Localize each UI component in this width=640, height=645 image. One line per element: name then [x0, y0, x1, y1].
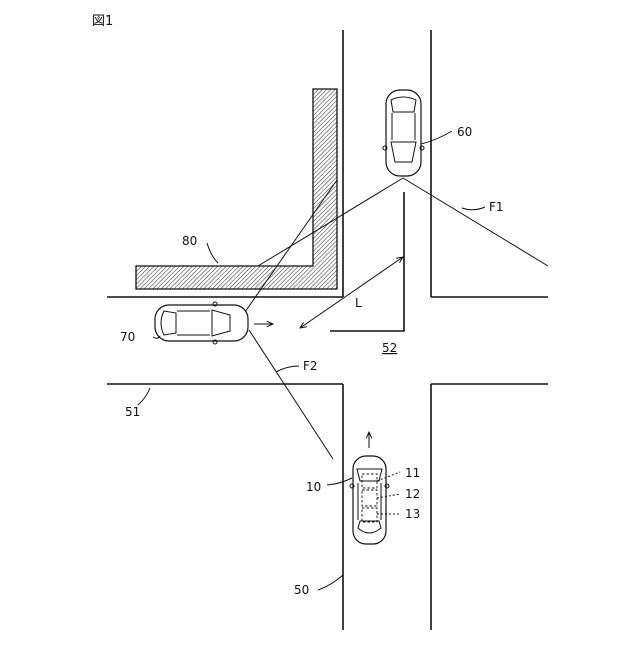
label-device-11: 11: [405, 466, 420, 480]
leader-51: [138, 388, 150, 405]
vehicle-70-body: [155, 305, 248, 341]
label-wall-80: 80: [182, 234, 197, 248]
label-intersection-52: 52: [382, 341, 397, 355]
wall-obstacle: [136, 89, 337, 289]
label-sight-line-f1: F1: [489, 200, 504, 214]
label-device-13: 13: [405, 507, 420, 521]
reference-labels: 60 F1 80 L 70 52 F2 51 11 10 12 13 50: [120, 125, 504, 597]
label-vehicle-70: 70: [120, 330, 135, 344]
leader-f1: [462, 207, 485, 210]
label-distance-l: L: [355, 296, 362, 310]
intersection-corner-line: [330, 192, 404, 331]
leader-80: [207, 243, 218, 263]
vehicle-70: [155, 302, 248, 344]
label-vehicle-10: 10: [306, 480, 321, 494]
label-vehicle-60: 60: [457, 125, 472, 139]
sight-line-f2-lower: [249, 330, 333, 459]
figure-label: 図1: [92, 10, 113, 29]
leader-60: [421, 131, 452, 144]
leader-10: [327, 478, 352, 485]
vehicle-60: [383, 90, 424, 176]
sight-line-f1-right: [403, 178, 548, 266]
label-sight-line-f2: F2: [303, 359, 318, 373]
leader-50: [318, 575, 343, 590]
label-road-50: 50: [294, 583, 309, 597]
label-device-12: 12: [405, 487, 420, 501]
vehicle-10: [350, 456, 389, 544]
leader-f2: [276, 366, 299, 372]
sight-lines: [238, 178, 548, 459]
label-road-51: 51: [125, 405, 140, 419]
